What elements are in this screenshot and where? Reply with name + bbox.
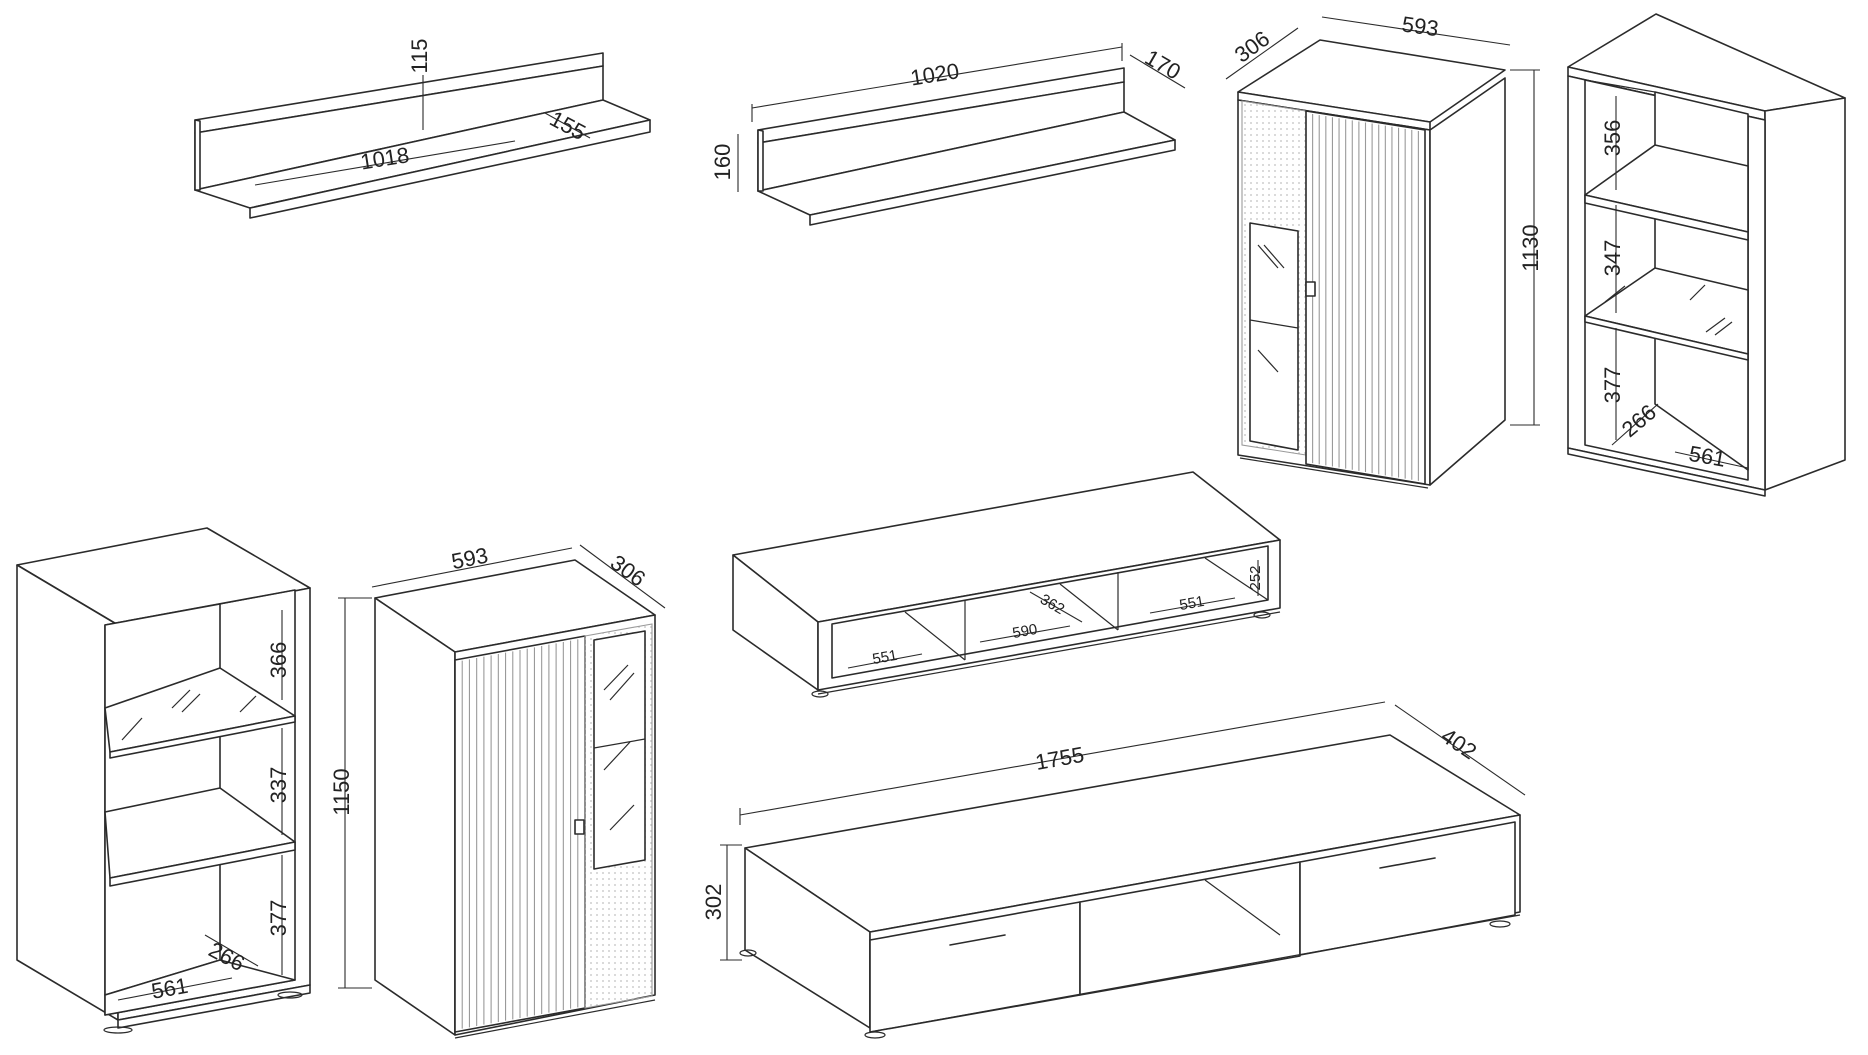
- drawer-handle-right: [1379, 857, 1436, 869]
- cab-r-depth-line: [1225, 27, 1299, 80]
- tvstand-width-label: 1755: [1033, 742, 1086, 775]
- slat-lines-right: [1312, 114, 1419, 481]
- shelf-b-depth-line: [1129, 54, 1186, 89]
- drawer-handle-left: [949, 934, 1006, 946]
- shelf-b-height-label: 160: [710, 144, 735, 181]
- shelf-b-depth-label: 170: [1141, 45, 1185, 85]
- shelf-b-width-label: 1020: [909, 58, 961, 90]
- wall-shelf-a: 115 1018 155: [194, 38, 651, 219]
- tv-stand-drawers: 1755 402 302: [701, 701, 1526, 1039]
- cab-r-width-line: [1321, 16, 1511, 46]
- cabinet-glass-right: 306 593 1130: [1225, 11, 1543, 489]
- lowboard-left-label: 551: [871, 647, 899, 668]
- door-handle-left: [574, 819, 585, 835]
- shelf-a-width-line: [254, 140, 516, 186]
- lowboard-right-label: 551: [1178, 593, 1206, 614]
- lowboard-center-label: 590: [1011, 621, 1039, 642]
- cab-l-height-label: 1150: [329, 768, 354, 815]
- cab-r-height-label: 1130: [1518, 224, 1543, 271]
- open-bookcase-right: 356 347 377 266 561: [1567, 13, 1846, 497]
- bookcase-l-middle-label: 337: [266, 767, 291, 804]
- cab-r-depth-label: 306: [1230, 26, 1274, 68]
- door-handle: [1305, 281, 1316, 297]
- slat-lines-left: [461, 639, 579, 1029]
- tvstand-depth-label: 402: [1437, 723, 1481, 764]
- wall-shelf-b: 1020 170 160: [710, 43, 1186, 226]
- lowboard-height-label: 252: [1247, 565, 1264, 590]
- shelf-b-width-line: [751, 46, 1123, 109]
- tvstand-height-label: 302: [701, 884, 726, 921]
- cabinet-glass-left: 593 306 1150: [329, 543, 666, 1039]
- bookcase-r-lower-label: 377: [1600, 367, 1625, 404]
- open-bookcase-left: 366 337 377 266 561: [16, 527, 311, 1034]
- shelf-a-depth-line: [544, 112, 591, 139]
- cab-l-width-label: 593: [449, 543, 490, 575]
- bookcase-l-upper-label: 366: [266, 642, 291, 679]
- cab-r-width-label: 593: [1400, 11, 1440, 41]
- bookcase-l-lower-label: 377: [266, 900, 291, 937]
- tv-lowboard-open: 252 362 551 590 551: [732, 471, 1281, 698]
- shelf-a-height-label: 115: [407, 38, 432, 73]
- bookcase-r-middle-label: 347: [1600, 240, 1625, 277]
- bookcase-r-upper-label: 356: [1600, 120, 1625, 157]
